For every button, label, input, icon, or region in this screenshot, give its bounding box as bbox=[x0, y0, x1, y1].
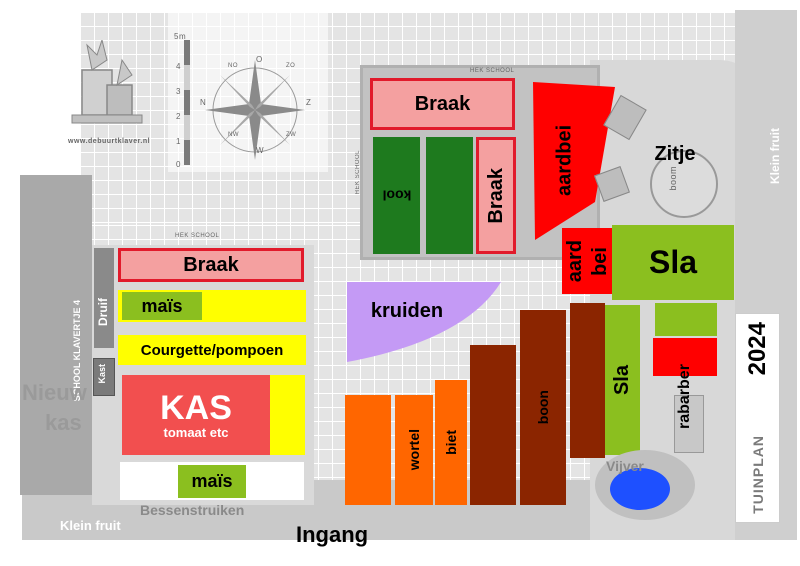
scale-tick-3: 3 bbox=[176, 87, 181, 96]
bed-mais-top: maïs bbox=[122, 292, 202, 320]
scale-tick-0: 0 bbox=[176, 160, 181, 169]
compass-nw: NW bbox=[228, 132, 239, 138]
compass-rose-icon bbox=[205, 60, 305, 160]
bed-boon-label: boon bbox=[535, 390, 551, 425]
plan-title: TUINPLAN bbox=[749, 435, 766, 514]
bed-aardbei-large-shape bbox=[533, 82, 615, 240]
compass-zo: ZO bbox=[286, 63, 296, 69]
pond-water bbox=[610, 468, 670, 510]
kas-subtitle: tomaat etc bbox=[163, 424, 229, 440]
scale-tick-5: 5m bbox=[174, 32, 187, 41]
compass-zw: ZW bbox=[286, 132, 297, 138]
bed-kas: KAS tomaat etc bbox=[122, 375, 270, 455]
kast-label: Kast bbox=[97, 364, 107, 384]
bed-kool-1: kool bbox=[373, 137, 420, 254]
bed-braak-vertical-label: Braak bbox=[484, 167, 507, 224]
pond-label: Vijver bbox=[606, 458, 644, 474]
klein-fruit-right: Klein fruit bbox=[768, 128, 782, 184]
bed-kool-label: kool bbox=[382, 187, 411, 204]
bed-aardbei-small: aard bei bbox=[562, 228, 614, 294]
scale-bar bbox=[184, 40, 190, 165]
compass-o: O bbox=[256, 55, 263, 64]
hek-school-top: HEK SCHOOL bbox=[470, 68, 515, 74]
bed-kool-2 bbox=[426, 137, 473, 254]
hek-school-side: HEK SCHOOL bbox=[355, 150, 361, 195]
bed-bruin-1 bbox=[470, 345, 516, 505]
zitje-circle bbox=[650, 150, 718, 218]
bed-sla-large: Sla bbox=[612, 225, 734, 300]
bessenstruiken-label: Bessenstruiken bbox=[140, 502, 245, 518]
boom-label: boom bbox=[668, 166, 678, 191]
top-building bbox=[168, 12, 328, 172]
bed-kruiden-shape bbox=[347, 282, 501, 362]
druif-label: Druif bbox=[96, 298, 110, 326]
scale-tick-2: 2 bbox=[176, 112, 181, 121]
compost-box bbox=[674, 395, 704, 453]
bed-aardbei-small-label-1: aard bbox=[564, 239, 586, 283]
bed-sla-rabarber-top bbox=[655, 303, 717, 336]
bed-braak-left: Braak bbox=[118, 248, 304, 282]
compass-z: Z bbox=[306, 98, 312, 107]
bed-aardbei-large-label: aardbei bbox=[553, 124, 576, 196]
bed-aardbei-small-label-2: bei bbox=[589, 246, 611, 276]
bed-courgette: Courgette/pompoen bbox=[118, 335, 306, 365]
bed-braak-top: Braak bbox=[370, 78, 515, 130]
nieuwe-kas-label-1: Nieuw bbox=[22, 380, 87, 405]
bed-bruin-3 bbox=[570, 303, 605, 458]
bed-mais-bottom: maïs bbox=[178, 465, 246, 498]
bed-sla-small: Sla bbox=[605, 305, 640, 455]
klein-fruit-left: Klein fruit bbox=[60, 518, 121, 533]
bed-kruiden-label: kruiden bbox=[370, 299, 444, 322]
nieuwe-kas-label-2: kas bbox=[45, 410, 82, 435]
bed-wortel-label: wortel bbox=[406, 429, 422, 471]
bed-rabarber-label: rabarber bbox=[676, 364, 693, 430]
bed-biet: biet bbox=[435, 380, 467, 505]
bed-boon: boon bbox=[520, 310, 566, 505]
bed-biet-label: biet bbox=[443, 430, 459, 455]
druif-strip bbox=[94, 248, 114, 348]
zitje-label: Zitje bbox=[654, 142, 696, 165]
bed-kas-yellow bbox=[270, 375, 305, 455]
compass-no: NO bbox=[228, 63, 238, 69]
plan-year: 2024 bbox=[743, 322, 771, 376]
bed-oranje-1 bbox=[345, 395, 391, 505]
logo-illustration bbox=[71, 40, 143, 124]
bed-braak-vertical: Braak bbox=[476, 137, 516, 254]
hek-school-left: HEK SCHOOL bbox=[175, 233, 220, 239]
bed-rabarber-red bbox=[653, 338, 717, 376]
plan-label-box: 2024 TUINPLAN bbox=[735, 313, 780, 523]
kast-box bbox=[93, 358, 115, 396]
ingang-label: Ingang bbox=[296, 522, 369, 547]
kas-title: KAS bbox=[160, 388, 232, 427]
bed-wortel: wortel bbox=[395, 395, 433, 505]
school-building bbox=[20, 175, 92, 495]
bed-sla-small-label: Sla bbox=[611, 364, 633, 396]
scale-tick-4: 4 bbox=[176, 62, 181, 71]
website-label: www.debuurtklaver.nl bbox=[68, 138, 151, 145]
scale-tick-1: 1 bbox=[176, 137, 181, 146]
compass-w: W bbox=[256, 146, 265, 155]
compass-n: N bbox=[200, 98, 207, 107]
